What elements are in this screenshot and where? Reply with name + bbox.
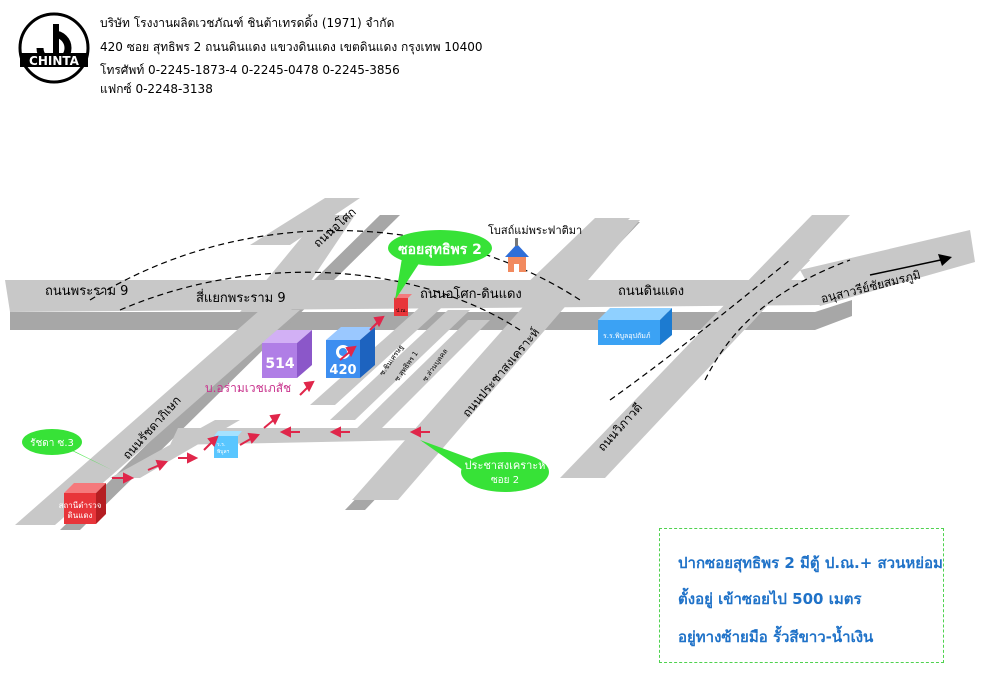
road-rama9 (5, 280, 820, 312)
directions-line-3: อยู่ทางซ้ายมือ รั้วสีขาว-น้ำเงิน (678, 628, 874, 646)
police-station-icon (64, 483, 106, 524)
label-420: 420 (329, 363, 356, 378)
label-pracha-soi2-2: ซอย 2 (491, 475, 519, 486)
label-police-1: สถานีตำรวจ (59, 501, 102, 510)
school-icon (598, 308, 672, 345)
company-fax: แฟกซ์ 0-2248-3138 (100, 82, 213, 96)
label-aram: บ.อร่ามเวชเภสัช (205, 381, 291, 395)
label-post: ป.ณ. (396, 308, 407, 314)
label-small-school-1: ร.ร. (217, 442, 226, 448)
roads (5, 198, 975, 525)
label-pracha-soi2-1: ประชาสงเคราะห์ (465, 459, 546, 472)
directions-box: ปากซอยสุทธิพร 2 มีตู้ ป.ณ.+ สวนหย่อม ตั้… (659, 528, 944, 663)
company-name: บริษัท โรงงานผลิตเวชภัณฑ์ ชินต้าเทรดดิ้ง… (100, 16, 395, 30)
callout-ratchada-soi3 (22, 429, 112, 470)
company-phone: โทรศัพท์ 0-2245-1873-4 0-2245-0478 0-224… (100, 63, 400, 77)
label-asoke-din-daeng: ถนนอโศก-ดินแดง (420, 286, 522, 302)
road-to-victory (800, 230, 975, 306)
directions-line-2: ตั้งอยู่ เข้าซอยไป 500 เมตร (678, 590, 862, 608)
callout-pracha-songkhro-soi2 (420, 440, 549, 492)
building-514-icon (262, 330, 312, 378)
expressway-dash-3 (609, 259, 791, 401)
post-box-icon (394, 294, 412, 316)
label-rama9-junction: สี่แยกพระราม 9 (196, 289, 286, 306)
label-school: ร.ร.พิบูลอุปถัมภ์ (603, 332, 651, 340)
label-police-2: ดินแดง (68, 511, 93, 520)
label-small-school-2: พิบูลฯ (217, 448, 230, 455)
church-icon (505, 238, 529, 272)
company-address: 420 ซอย สุทธิพร 2 ถนนดินแดง แขวงดินแดง เ… (100, 40, 483, 54)
expressway-dash-4 (704, 259, 851, 381)
route-arrows (112, 315, 430, 484)
label-ratchada-soi3: รัชดา ซ.3 (30, 438, 74, 449)
label-514: 514 (265, 356, 294, 372)
expressway-dash-2 (119, 271, 521, 331)
callout-soi-suthiporn2 (388, 230, 492, 300)
chinta-logo: CHINTA (18, 12, 90, 84)
label-rama9: ถนนพระราม 9 (45, 284, 128, 299)
small-school-icon (214, 431, 242, 458)
label-soi-suthiporn2: ซอยสุทธิพร 2 (398, 242, 482, 258)
road-asoke (250, 198, 360, 245)
road-ratchada (15, 310, 300, 525)
victory-arrow-head (938, 254, 952, 266)
label-church: โบสถ์แม่พระฟาติมา (488, 223, 582, 237)
logo-text: CHINTA (29, 54, 80, 68)
victory-arrow-line (869, 257, 951, 276)
label-din-daeng: ถนนดินแดง (618, 284, 684, 299)
directions-line-1: ปากซอยสุทธิพร 2 มีตู้ ป.ณ.+ สวนหย่อม (678, 554, 943, 572)
